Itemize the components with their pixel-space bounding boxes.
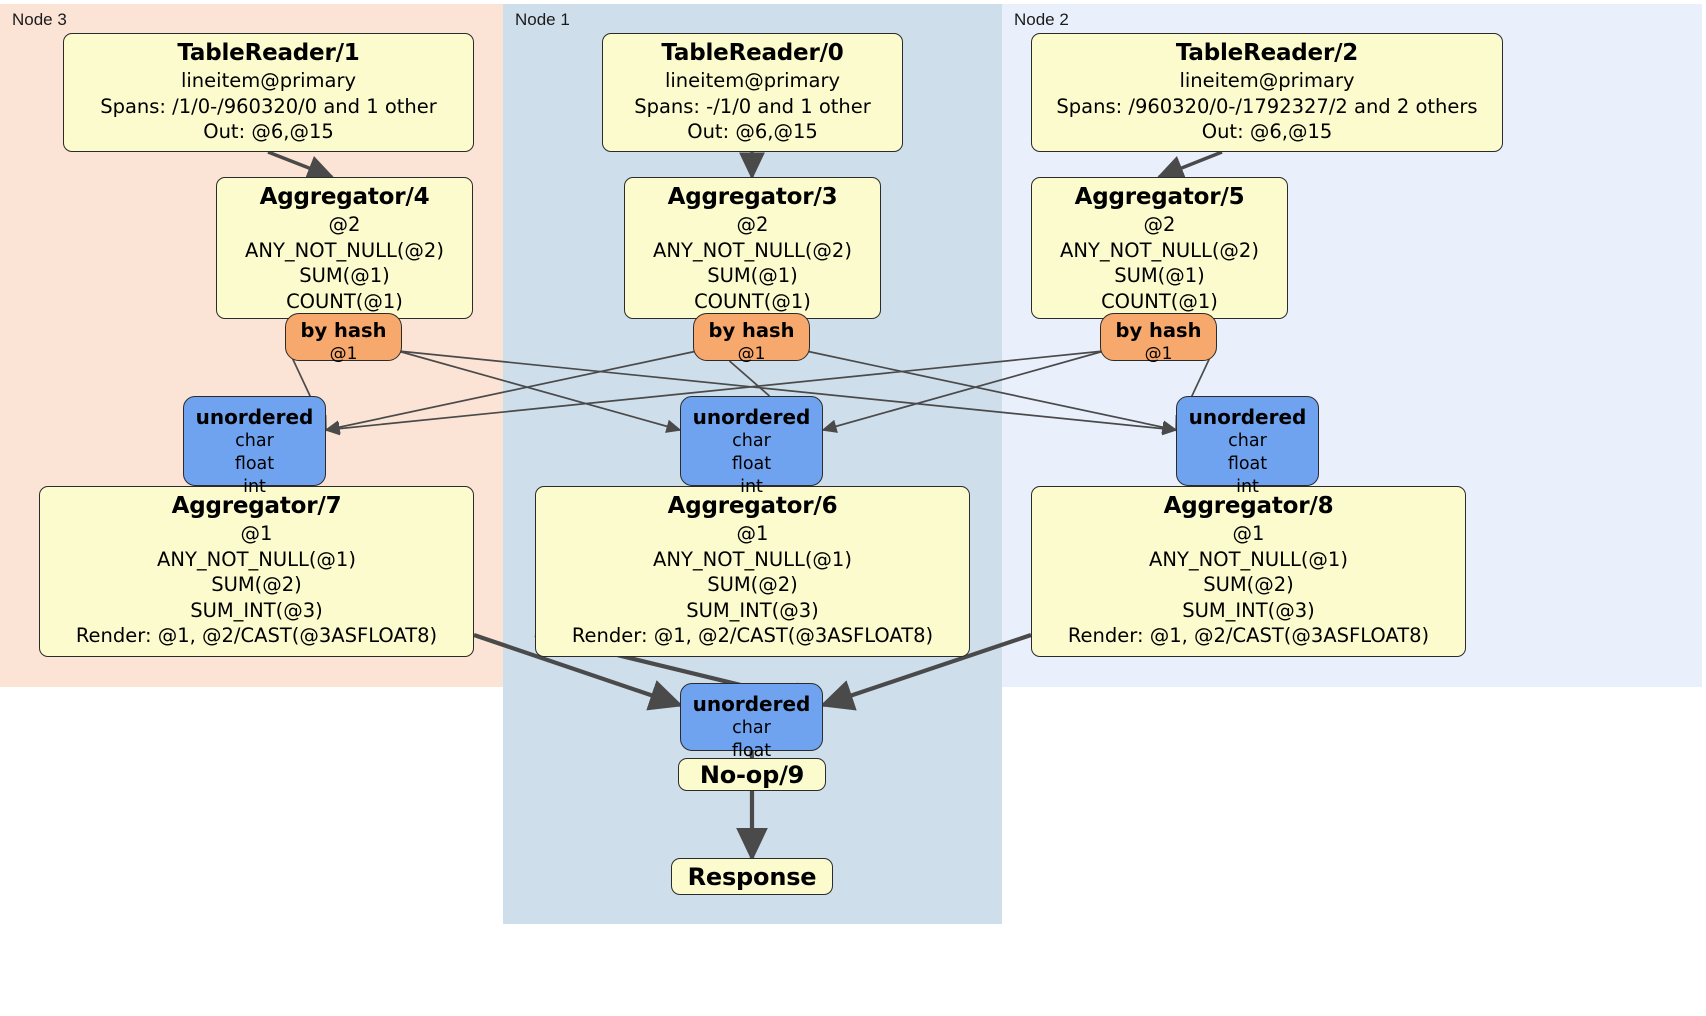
box-line: @1: [737, 344, 766, 364]
box-line: Render: @1, @2/CAST(@3ASFLOAT8): [1067, 624, 1430, 647]
box-line: @1: [240, 522, 273, 545]
box-line: SUM(@1): [1114, 264, 1205, 287]
box-line: SUM(@1): [707, 264, 798, 287]
box-line: @2: [736, 213, 769, 236]
box-title: No-op/9: [699, 760, 805, 789]
box-line: SUM_INT(@3): [686, 598, 819, 622]
processor-response[interactable]: Response: [671, 858, 833, 895]
box-title: Response: [687, 862, 817, 891]
box-line: char: [732, 431, 771, 451]
node-panel-label: Node 2: [1014, 10, 1069, 29]
box-title: TableReader/0: [661, 40, 844, 66]
box-line: SUM(@2): [211, 573, 302, 596]
box-line: Out: @6,@15: [1201, 120, 1333, 143]
box-line: float: [731, 454, 772, 474]
box-line: char: [1228, 431, 1267, 451]
box-line: @2: [1143, 213, 1176, 236]
box-line: Spans: -/1/0 and 1 other: [634, 94, 871, 118]
box-line: @1: [736, 522, 769, 545]
box-title: unordered: [692, 692, 811, 716]
box-line: char: [235, 431, 274, 451]
box-line: SUM_INT(@3): [1182, 598, 1315, 622]
box-line: char: [732, 718, 771, 738]
box-line: ANY_NOT_NULL(@2): [653, 238, 852, 262]
box-line: SUM(@1): [299, 264, 390, 287]
box-line: @2: [328, 213, 361, 236]
box-line: float: [234, 454, 275, 474]
box-line: lineitem@primary: [664, 69, 841, 92]
box-line: int: [1236, 477, 1259, 497]
box-title: TableReader/2: [1175, 40, 1359, 66]
router-router-node2[interactable]: by hash@1: [1100, 313, 1217, 364]
box-line: COUNT(@1): [1101, 289, 1218, 313]
box-line: Spans: /1/0-/960320/0 and 1 other: [100, 94, 437, 118]
box-title: Aggregator/3: [667, 184, 838, 210]
box-line: lineitem@primary: [180, 69, 357, 92]
box-line: ANY_NOT_NULL(@2): [245, 238, 444, 262]
node-panel-label: Node 3: [12, 10, 67, 29]
box-line: ANY_NOT_NULL(@1): [157, 547, 356, 571]
box-title: Aggregator/8: [1163, 493, 1334, 519]
router-router-node3[interactable]: by hash@1: [285, 313, 402, 364]
box-line: COUNT(@1): [286, 289, 403, 313]
box-title: Aggregator/4: [259, 184, 430, 210]
box-title: TableReader/1: [177, 40, 360, 66]
box-line: ANY_NOT_NULL(@1): [1149, 547, 1348, 571]
box-line: float: [731, 741, 772, 761]
box-line: Spans: /960320/0-/1792327/2 and 2 others: [1056, 94, 1478, 118]
box-line: Render: @1, @2/CAST(@3ASFLOAT8): [75, 624, 438, 647]
box-line: Out: @6,@15: [687, 120, 818, 143]
box-title: unordered: [1188, 405, 1307, 429]
box-line: ANY_NOT_NULL(@1): [653, 547, 852, 571]
box-line: @1: [1144, 344, 1173, 364]
box-line: lineitem@primary: [1179, 69, 1355, 92]
box-line: @1: [1232, 522, 1265, 545]
box-line: Out: @6,@15: [203, 120, 334, 143]
box-line: COUNT(@1): [694, 289, 811, 313]
box-line: Render: @1, @2/CAST(@3ASFLOAT8): [571, 624, 934, 647]
node-panel-label: Node 1: [515, 10, 570, 29]
processor-no-op-9[interactable]: No-op/9: [678, 758, 826, 791]
box-title: Aggregator/6: [667, 493, 838, 519]
box-title: by hash: [300, 319, 387, 342]
box-title: by hash: [1115, 319, 1202, 342]
box-line: int: [243, 477, 266, 497]
box-line: @1: [329, 344, 358, 364]
box-line: ANY_NOT_NULL(@2): [1060, 238, 1259, 262]
box-title: Aggregator/7: [171, 493, 342, 519]
box-line: SUM(@2): [1203, 573, 1294, 596]
router-router-node1[interactable]: by hash@1: [693, 313, 810, 364]
box-title: unordered: [692, 405, 811, 429]
box-title: unordered: [195, 405, 314, 429]
box-title: by hash: [708, 319, 795, 342]
box-line: SUM(@2): [707, 573, 798, 596]
box-line: float: [1227, 454, 1268, 474]
box-line: int: [740, 477, 763, 497]
box-line: SUM_INT(@3): [190, 598, 323, 622]
box-title: Aggregator/5: [1074, 184, 1245, 210]
